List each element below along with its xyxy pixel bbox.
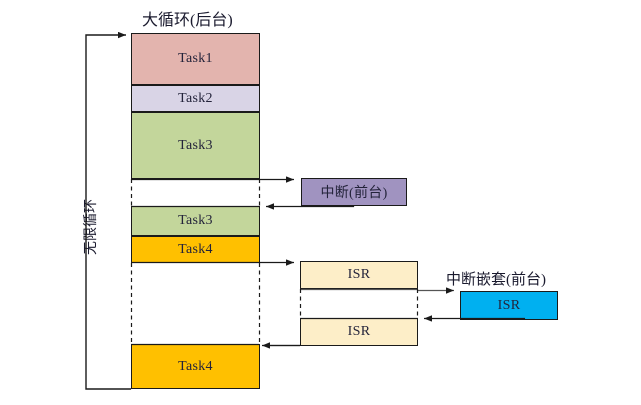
task-block-task4-first[interactable]: Task4	[131, 236, 260, 263]
infinite-loop-label: 无限循环	[84, 199, 99, 255]
task-block-task2[interactable]: Task2	[131, 85, 260, 112]
task-block-task3-first[interactable]: Task3	[131, 112, 260, 179]
task-block-task4-second[interactable]: Task4	[131, 344, 260, 389]
isr-box-first[interactable]: ISR	[300, 261, 418, 289]
nested-interrupt-title: 中断嵌套(前台)	[446, 272, 546, 288]
isr-box-nested[interactable]: ISR	[460, 291, 558, 320]
task-block-task3-second[interactable]: Task3	[131, 206, 260, 236]
interrupt-foreground-box[interactable]: 中断(前台)	[301, 178, 407, 206]
arrow-from-interrupt	[266, 203, 355, 210]
task-block-task1[interactable]: Task1	[131, 33, 260, 85]
isr-box-second[interactable]: ISR	[300, 318, 418, 346]
background-loop-title: 大循环(后台)	[142, 12, 233, 29]
